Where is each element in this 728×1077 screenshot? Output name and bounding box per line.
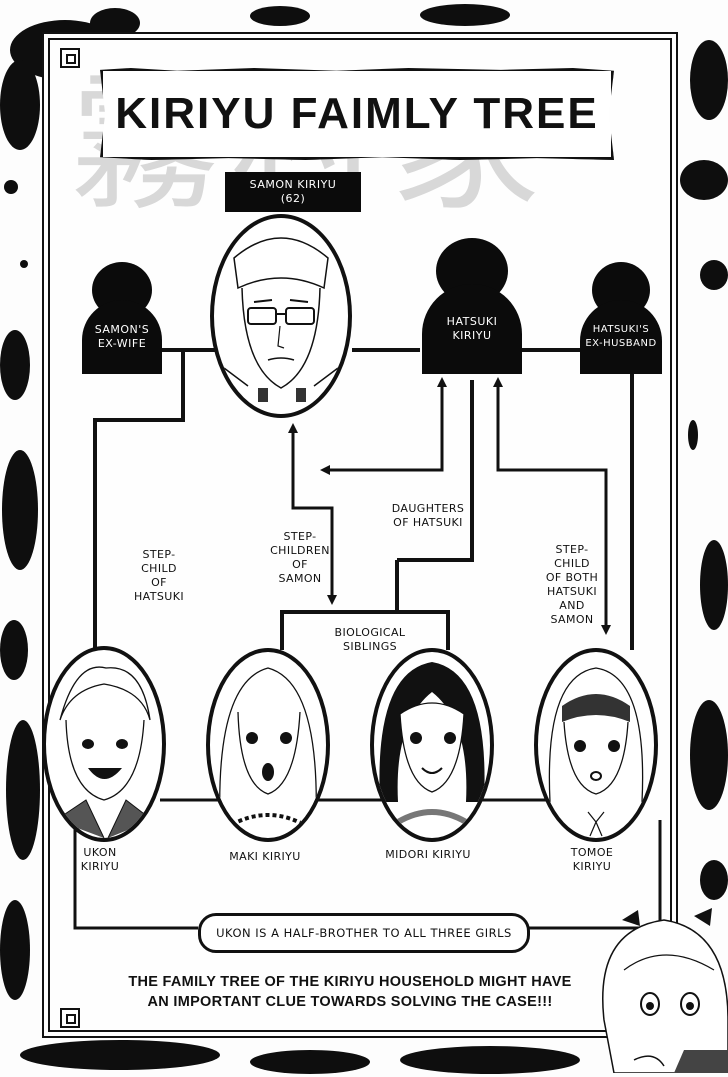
portrait-tomoe-kiriyu bbox=[534, 648, 658, 842]
silhouette-hatsukis-ex-husband: HATSUKI'S EX-HUSBAND bbox=[580, 262, 662, 374]
ukon-face-illustration bbox=[55, 666, 153, 838]
silhouette-samons-ex-wife: SAMON'S EX-WIFE bbox=[82, 262, 162, 374]
midori-face-illustration bbox=[379, 662, 485, 825]
label-hatsuki-line2: KIRIYU bbox=[452, 329, 492, 342]
label-hatsukis-ex-husband-line1: HATSUKI'S bbox=[592, 324, 650, 335]
portrait-midori-kiriyu bbox=[370, 648, 494, 842]
corner-ornament-bottom-left bbox=[60, 1008, 80, 1028]
title-banner: KIRIYU FAIMLY TREE bbox=[100, 68, 614, 160]
name-tomoe-kiriyu: TOMOE KIRIYU bbox=[570, 846, 614, 873]
caption-text: UKON IS A HALF-BROTHER TO ALL THREE GIRL… bbox=[216, 926, 512, 940]
mascot-girl-illustration bbox=[594, 900, 728, 1074]
silhouette-body: HATSUKI'S EX-HUSBAND bbox=[580, 300, 662, 374]
silhouette-body: HATSUKI KIRIYU bbox=[422, 284, 522, 374]
footer-line-2: AN IMPORTANT CLUE TOWARDS SOLVING THE CA… bbox=[147, 994, 553, 1010]
page-title: KIRIYU FAIMLY TREE bbox=[115, 89, 599, 138]
footer-line-1: THE FAMILY TREE OF THE KIRIYU HOUSEHOLD … bbox=[128, 974, 572, 990]
label-step-child-of-both: STEP- CHILD OF BOTH HATSUKI AND SAMON bbox=[545, 543, 599, 626]
samon-face-illustration bbox=[223, 237, 339, 402]
corner-ornament-top-left bbox=[60, 48, 80, 68]
patriarch-age: (62) bbox=[280, 192, 306, 205]
maki-face-illustration bbox=[219, 667, 317, 830]
label-step-children-of-samon: STEP- CHILDREN OF SAMON bbox=[270, 530, 330, 585]
label-biological-siblings: BIOLOGICAL SIBLINGS bbox=[334, 626, 406, 653]
half-brother-caption: UKON IS A HALF-BROTHER TO ALL THREE GIRL… bbox=[198, 913, 530, 953]
silhouette-hatsuki-kiriyu: HATSUKI KIRIYU bbox=[422, 238, 522, 374]
name-maki-kiriyu: MAKI KIRIYU bbox=[229, 850, 301, 863]
portrait-ukon-kiriyu bbox=[42, 646, 166, 842]
patriarch-name-tag: SAMON KIRIYU (62) bbox=[225, 172, 361, 212]
label-hatsukis-ex-husband-line2: EX-HUSBAND bbox=[585, 338, 657, 349]
tomoe-face-illustration bbox=[548, 667, 644, 837]
portrait-maki-kiriyu bbox=[206, 648, 330, 842]
label-hatsuki-line1: HATSUKI bbox=[446, 315, 498, 328]
label-samons-ex-wife-line2: EX-WIFE bbox=[97, 337, 147, 350]
portrait-samon-kiriyu bbox=[210, 214, 352, 418]
patriarch-name: SAMON KIRIYU bbox=[249, 178, 337, 191]
name-midori-kiriyu: MIDORI KIRIYU bbox=[385, 848, 471, 861]
name-ukon-kiriyu: UKON KIRIYU bbox=[80, 846, 120, 873]
label-samons-ex-wife-line1: SAMON'S bbox=[94, 323, 150, 336]
label-daughters-of-hatsuki: DAUGHTERS OF HATSUKI bbox=[391, 502, 465, 529]
silhouette-body: SAMON'S EX-WIFE bbox=[82, 300, 162, 374]
label-step-child-of-hatsuki: STEP- CHILD OF HATSUKI bbox=[134, 548, 184, 603]
footer-note: THE FAMILY TREE OF THE KIRIYU HOUSEHOLD … bbox=[90, 972, 610, 1012]
